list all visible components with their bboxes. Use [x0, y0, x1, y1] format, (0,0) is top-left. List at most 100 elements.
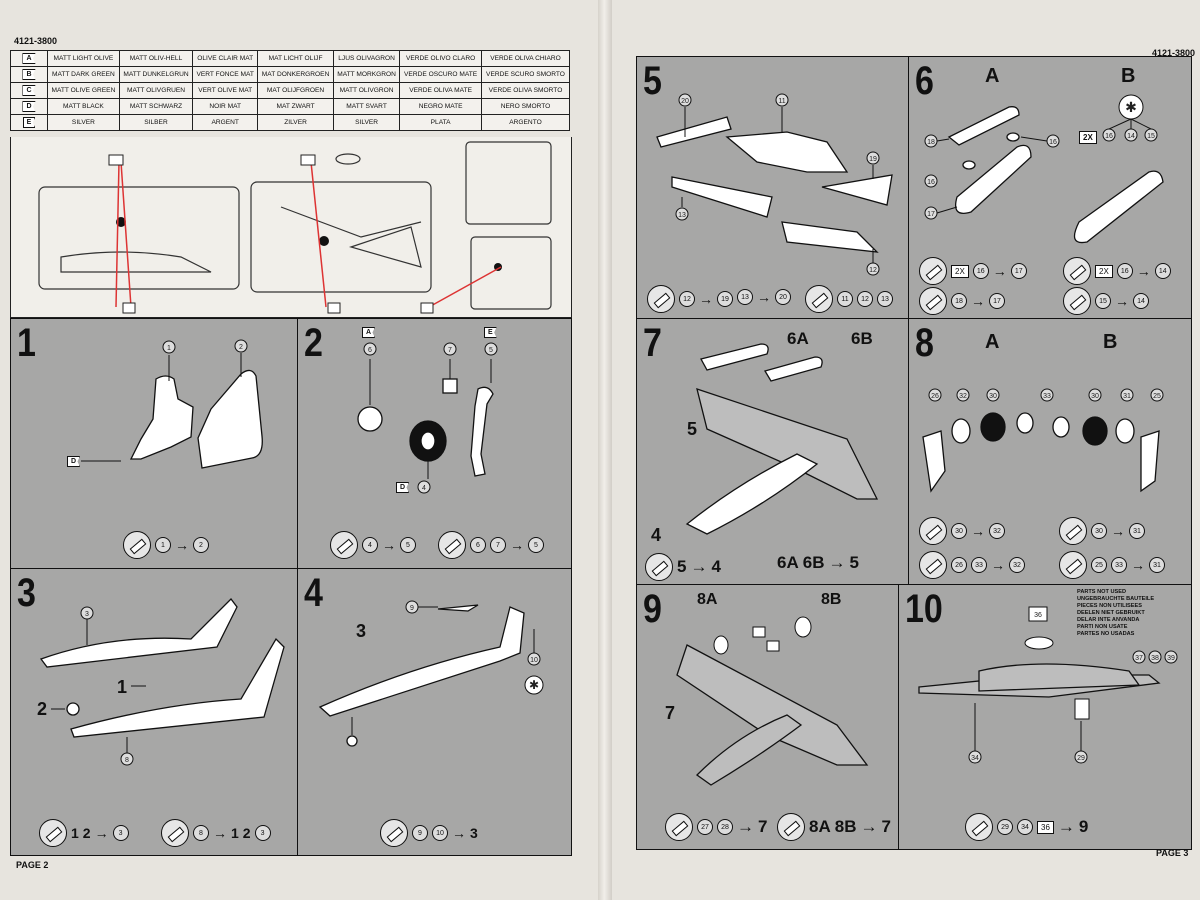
part-ref: 11	[837, 291, 853, 307]
step-number: 2	[304, 321, 323, 365]
step-number: 3	[17, 571, 36, 615]
color-name: MATT DUNKELGRUN	[118, 66, 194, 83]
assembly-instruction: 30→32	[919, 517, 1005, 545]
cement-icon	[123, 531, 151, 559]
wing-engine-assembly-drawing: 54	[651, 343, 879, 545]
svg-text:14: 14	[1127, 133, 1135, 140]
color-name: MATT OLIVGRUEN	[118, 82, 194, 99]
cement-icon	[805, 285, 833, 313]
part-ref: 19	[717, 291, 733, 307]
svg-text:7: 7	[665, 703, 675, 723]
sub-step-label: B	[1121, 65, 1136, 87]
cement-icon	[1059, 551, 1087, 579]
part-ref: 9	[1078, 817, 1089, 836]
color-name: ARGENTO	[481, 114, 570, 131]
part-ref: 18	[951, 293, 967, 309]
svg-text:30: 30	[989, 393, 997, 400]
cement-icon	[919, 287, 947, 315]
svg-text:32: 32	[959, 393, 967, 400]
part-ref: 30	[1091, 523, 1107, 539]
cement-icon	[1063, 287, 1091, 315]
part-ref: 7	[490, 537, 506, 553]
part-ref: 7	[881, 817, 891, 836]
color-name: SILBER	[118, 114, 194, 131]
center-fold	[598, 0, 612, 900]
sub-step-label: 6B	[851, 329, 873, 348]
svg-text:39: 39	[1167, 655, 1175, 662]
cement-icon	[919, 551, 947, 579]
color-name: MATT SVART	[332, 98, 401, 115]
part-ref: 4	[711, 557, 721, 576]
svg-text:36: 36	[1034, 612, 1042, 619]
color-name: NERO SMORTO	[481, 98, 570, 115]
svg-text:16: 16	[1105, 133, 1113, 140]
svg-text:16: 16	[1049, 139, 1057, 146]
svg-text:33: 33	[1043, 393, 1051, 400]
color-key-tag: B	[22, 69, 36, 80]
svg-text:17: 17	[927, 211, 935, 218]
part-ref: 15	[1095, 293, 1111, 309]
part-ref: 2	[242, 825, 251, 841]
no-cement-icon	[919, 517, 947, 545]
step-number: 6	[915, 59, 934, 103]
step-number: 9	[643, 587, 662, 631]
sub-step-label: A	[985, 65, 1000, 87]
part-ref: 8	[193, 825, 209, 841]
svg-text:4: 4	[651, 525, 661, 545]
doc-code-left: 4121-3800	[14, 36, 58, 46]
assembly-instruction: 5→4	[645, 553, 721, 581]
svg-text:8: 8	[125, 757, 129, 764]
assembly-instruction: 12→19	[647, 285, 733, 313]
sub-step-label: B	[1103, 331, 1118, 353]
color-name: VERDE SCURO SMORTO	[481, 66, 570, 83]
part-ref: 20	[775, 289, 791, 305]
svg-text:37: 37	[1135, 655, 1143, 662]
color-name: ZILVER	[257, 114, 334, 131]
assembly-instruction: 15→14	[1063, 287, 1149, 315]
cement-icon	[665, 813, 693, 841]
svg-text:11: 11	[778, 98, 785, 105]
sub-step-label: 8B	[821, 591, 842, 608]
svg-text:1: 1	[117, 677, 127, 697]
part-ref: 1	[71, 825, 79, 841]
step-number: 7	[643, 321, 662, 365]
cement-icon	[380, 819, 408, 847]
svg-text:30: 30	[1091, 393, 1099, 400]
part-ref: 8B	[834, 817, 857, 836]
color-name: NOIR MAT	[192, 98, 259, 115]
svg-text:✱: ✱	[1125, 99, 1137, 115]
color-name: MATT BLACK	[47, 98, 120, 115]
svg-text:7: 7	[448, 347, 452, 354]
svg-text:3: 3	[85, 611, 89, 618]
part-ref: 5	[400, 537, 416, 553]
part-ref: 25	[1091, 557, 1107, 573]
part-ref: 29	[997, 819, 1013, 835]
assembly-instruction: 18→17	[919, 287, 1005, 315]
color-name: OLIVE CLAIR MAT	[192, 50, 259, 67]
svg-text:31: 31	[1123, 393, 1131, 400]
color-name: MATT MORKGRON	[332, 66, 401, 83]
part-ref: 6	[470, 537, 486, 553]
svg-text:1: 1	[167, 345, 171, 352]
part-ref: 2X	[951, 264, 969, 278]
cement-icon	[438, 531, 466, 559]
color-key-tag: C	[22, 85, 36, 96]
svg-text:2: 2	[37, 699, 47, 719]
part-ref: 31	[1129, 523, 1145, 539]
cement-icon	[39, 819, 67, 847]
assembly-instruction: 13→20	[737, 289, 791, 305]
part-ref: 14	[1154, 263, 1171, 279]
assembly-instruction: 6A 6B→5	[777, 553, 859, 572]
cement-icon	[1063, 257, 1091, 285]
part-ref: 16	[1116, 263, 1133, 279]
part-ref: 36	[1037, 820, 1054, 834]
